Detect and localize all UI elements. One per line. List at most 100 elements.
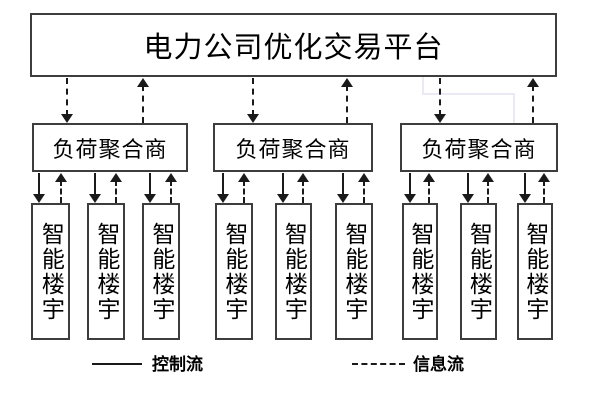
arrow-shaft <box>115 180 117 203</box>
legend-control-label: 控制流 <box>152 355 203 374</box>
arrow-shaft <box>346 85 348 123</box>
control-flow-arrow-down <box>337 173 349 203</box>
control-flow-arrow-down <box>277 173 289 203</box>
info-flow-arrow-down <box>61 78 73 123</box>
info-flow-arrow-down <box>247 78 259 123</box>
arrow-shaft <box>142 85 144 123</box>
arrowhead-icon <box>538 173 550 182</box>
building-label: 智能楼宇 <box>221 221 247 322</box>
arrowhead-icon <box>238 173 250 182</box>
building-label: 智能楼宇 <box>281 221 307 322</box>
info-flow-arrow-up <box>137 78 149 123</box>
building-box: 智能楼宇 <box>402 203 438 340</box>
legend-control-line <box>92 363 142 365</box>
arrow-shaft <box>243 180 245 203</box>
control-flow-arrow-down <box>404 173 416 203</box>
info-flow-arrow-up <box>358 173 370 203</box>
arrowhead-icon <box>297 173 309 182</box>
arrow-shaft <box>363 180 365 203</box>
arrow-shaft <box>439 78 441 116</box>
arrowhead-icon <box>144 194 156 203</box>
arrowhead-icon <box>89 194 101 203</box>
arrow-shaft <box>149 173 151 196</box>
building-box: 智能楼宇 <box>87 203 125 340</box>
arrowhead-icon <box>462 194 474 203</box>
building-box: 智能楼宇 <box>460 203 497 340</box>
arrow-shaft <box>282 173 284 196</box>
aggregator-label: 负荷聚合商 <box>235 136 351 162</box>
arrowhead-icon <box>217 194 229 203</box>
arrow-shaft <box>543 180 545 203</box>
control-flow-arrow-down <box>217 173 229 203</box>
platform-label: 电力公司优化交易平台 <box>143 32 444 64</box>
arrowhead-icon <box>55 173 67 182</box>
arrowhead-icon <box>358 173 370 182</box>
info-flow-arrow-up <box>482 173 494 203</box>
arrowhead-icon <box>110 173 122 182</box>
building-label: 智能楼宇 <box>522 221 548 322</box>
arrow-shaft <box>66 78 68 116</box>
building-label: 智能楼宇 <box>341 221 367 322</box>
arrow-shaft <box>467 173 469 196</box>
arrowhead-icon <box>137 78 149 87</box>
arrow-shaft <box>524 173 526 196</box>
building-label: 智能楼宇 <box>93 221 119 322</box>
arrowhead-icon <box>423 173 435 182</box>
control-flow-arrow-down <box>144 173 156 203</box>
faint-connector-line <box>513 93 515 123</box>
info-flow-arrow-up <box>527 78 539 123</box>
info-flow-arrow-down <box>434 78 446 123</box>
legend-info-line <box>352 363 405 365</box>
arrowhead-icon <box>527 78 539 87</box>
aggregator-box: 负荷聚合商 <box>32 123 188 172</box>
building-label: 智能楼宇 <box>407 221 433 322</box>
arrowhead-icon <box>277 194 289 203</box>
aggregator-label: 负荷聚合商 <box>421 136 537 162</box>
building-box: 智能楼宇 <box>517 203 553 340</box>
info-flow-arrow-up <box>55 173 67 203</box>
info-flow-arrow-up <box>538 173 550 203</box>
faint-connector-line <box>422 77 424 94</box>
legend-info-label: 信息流 <box>413 355 464 374</box>
arrow-shaft <box>252 78 254 116</box>
arrowhead-icon <box>33 194 45 203</box>
building-box: 智能楼宇 <box>215 203 253 340</box>
aggregator-label: 负荷聚合商 <box>52 136 168 162</box>
arrowhead-icon <box>519 194 531 203</box>
control-flow-arrow-down <box>33 173 45 203</box>
control-flow-arrow-down <box>462 173 474 203</box>
info-flow-arrow-up <box>165 173 177 203</box>
arrow-shaft <box>342 173 344 196</box>
building-box: 智能楼宇 <box>335 203 373 340</box>
building-box: 智能楼宇 <box>31 203 70 340</box>
arrowhead-icon <box>247 114 259 123</box>
info-flow-arrow-up <box>238 173 250 203</box>
arrow-shaft <box>60 180 62 203</box>
info-flow-arrow-up <box>341 78 353 123</box>
building-box: 智能楼宇 <box>275 203 312 340</box>
arrow-shaft <box>222 173 224 196</box>
arrowhead-icon <box>482 173 494 182</box>
control-flow-arrow-down <box>519 173 531 203</box>
platform-box: 电力公司优化交易平台 <box>30 13 557 77</box>
building-label: 智能楼宇 <box>38 221 64 322</box>
aggregator-box: 负荷聚合商 <box>213 123 373 172</box>
faint-connector-line <box>422 93 515 95</box>
building-label: 智能楼宇 <box>466 221 492 322</box>
arrow-shaft <box>302 180 304 203</box>
arrow-shaft <box>94 173 96 196</box>
arrow-shaft <box>487 180 489 203</box>
arrow-shaft <box>532 85 534 123</box>
building-label: 智能楼宇 <box>148 221 174 322</box>
arrowhead-icon <box>337 194 349 203</box>
arrow-shaft <box>409 173 411 196</box>
arrowhead-icon <box>61 114 73 123</box>
arrow-shaft <box>428 180 430 203</box>
arrowhead-icon <box>404 194 416 203</box>
arrowhead-icon <box>434 114 446 123</box>
arrow-shaft <box>170 180 172 203</box>
arrow-shaft <box>38 173 40 196</box>
arrowhead-icon <box>341 78 353 87</box>
control-flow-arrow-down <box>89 173 101 203</box>
